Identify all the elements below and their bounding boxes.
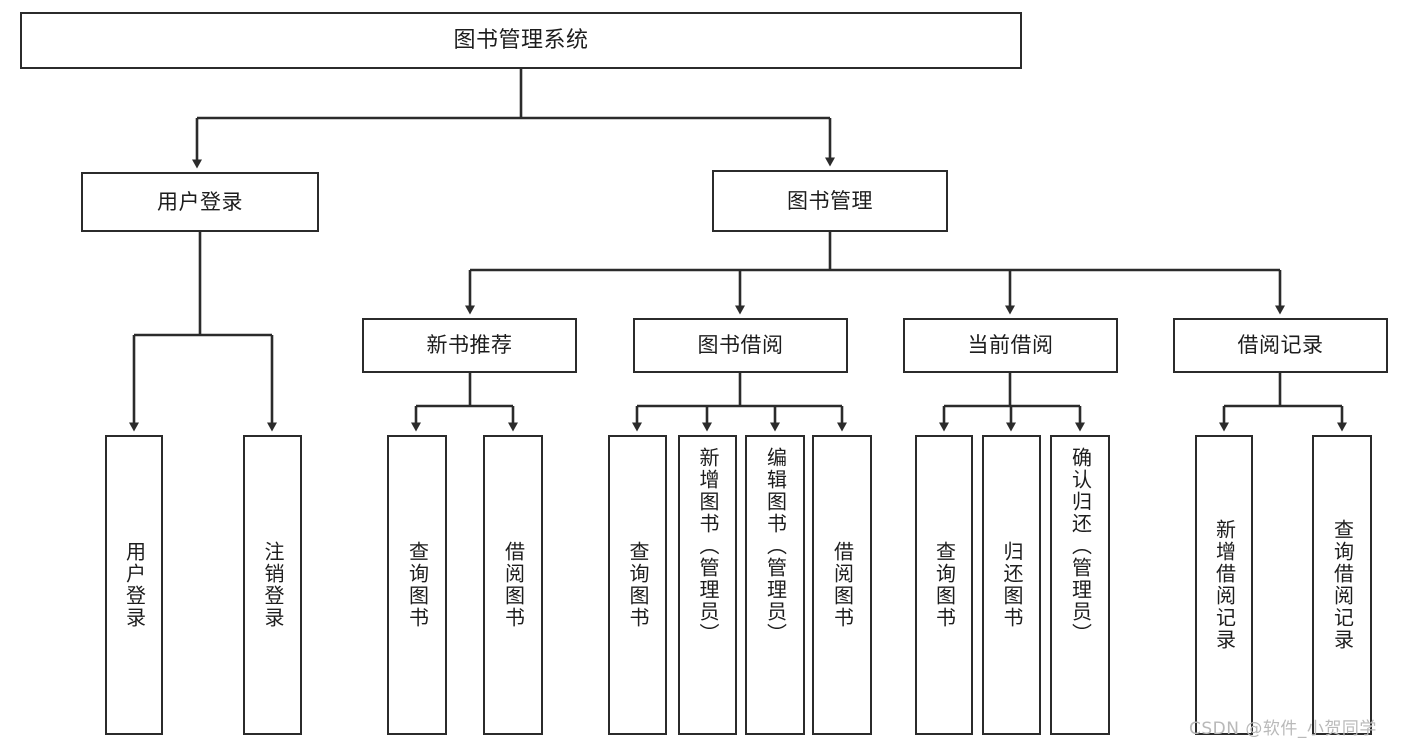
node-leaf-query-book-3[interactable]: 查询图书 — [915, 435, 973, 735]
node-new-book-recommend-label: 新书推荐 — [426, 333, 513, 358]
node-leaf-query-record-label: 查询借阅记录 — [1330, 519, 1355, 651]
node-leaf-query-book-1[interactable]: 查询图书 — [387, 435, 447, 735]
node-leaf-return-book-label: 归还图书 — [1000, 541, 1024, 629]
node-user-login-label: 用户登录 — [157, 189, 243, 214]
node-current-borrow[interactable]: 当前借阅 — [903, 318, 1118, 373]
node-leaf-confirm-return-label: 确认归还（管理员） — [1068, 447, 1093, 645]
node-book-manage[interactable]: 图书管理 — [712, 170, 948, 232]
node-leaf-query-book-2[interactable]: 查询图书 — [608, 435, 667, 735]
node-leaf-borrow-book-2-label: 借阅图书 — [830, 541, 855, 629]
node-book-borrow-label: 图书借阅 — [697, 333, 784, 358]
node-leaf-user-login[interactable]: 用户登录 — [105, 435, 163, 735]
node-leaf-logout-login[interactable]: 注销登录 — [243, 435, 302, 735]
node-root-label: 图书管理系统 — [453, 27, 589, 53]
csdn-watermark: CSDN @软件_小贺同学 — [1189, 719, 1377, 739]
node-leaf-query-book-3-label: 查询图书 — [932, 541, 957, 629]
node-leaf-edit-book[interactable]: 编辑图书（管理员） — [745, 435, 805, 735]
node-borrow-record-label: 借阅记录 — [1237, 333, 1324, 358]
node-user-login[interactable]: 用户登录 — [81, 172, 319, 232]
node-root[interactable]: 图书管理系统 — [20, 12, 1022, 69]
node-leaf-query-book-2-label: 查询图书 — [626, 541, 650, 629]
node-leaf-query-record[interactable]: 查询借阅记录 — [1312, 435, 1372, 735]
node-leaf-borrow-book-1[interactable]: 借阅图书 — [483, 435, 543, 735]
node-leaf-query-book-1-label: 查询图书 — [405, 541, 430, 629]
node-current-borrow-label: 当前借阅 — [967, 333, 1054, 358]
node-leaf-add-book-label: 新增图书（管理员） — [696, 447, 720, 645]
node-leaf-confirm-return[interactable]: 确认归还（管理员） — [1050, 435, 1110, 735]
node-new-book-recommend[interactable]: 新书推荐 — [362, 318, 577, 373]
node-book-manage-label: 图书管理 — [787, 188, 873, 213]
node-leaf-add-record[interactable]: 新增借阅记录 — [1195, 435, 1253, 735]
node-leaf-user-login-label: 用户登录 — [122, 541, 147, 629]
node-book-borrow[interactable]: 图书借阅 — [633, 318, 848, 373]
node-leaf-add-record-label: 新增借阅记录 — [1212, 519, 1237, 651]
node-leaf-edit-book-label: 编辑图书（管理员） — [763, 447, 788, 645]
node-leaf-borrow-book-1-label: 借阅图书 — [501, 541, 526, 629]
node-leaf-borrow-book-2[interactable]: 借阅图书 — [812, 435, 872, 735]
node-leaf-logout-login-label: 注销登录 — [261, 541, 285, 629]
node-borrow-record[interactable]: 借阅记录 — [1173, 318, 1388, 373]
node-leaf-return-book[interactable]: 归还图书 — [982, 435, 1041, 735]
node-leaf-add-book[interactable]: 新增图书（管理员） — [678, 435, 737, 735]
